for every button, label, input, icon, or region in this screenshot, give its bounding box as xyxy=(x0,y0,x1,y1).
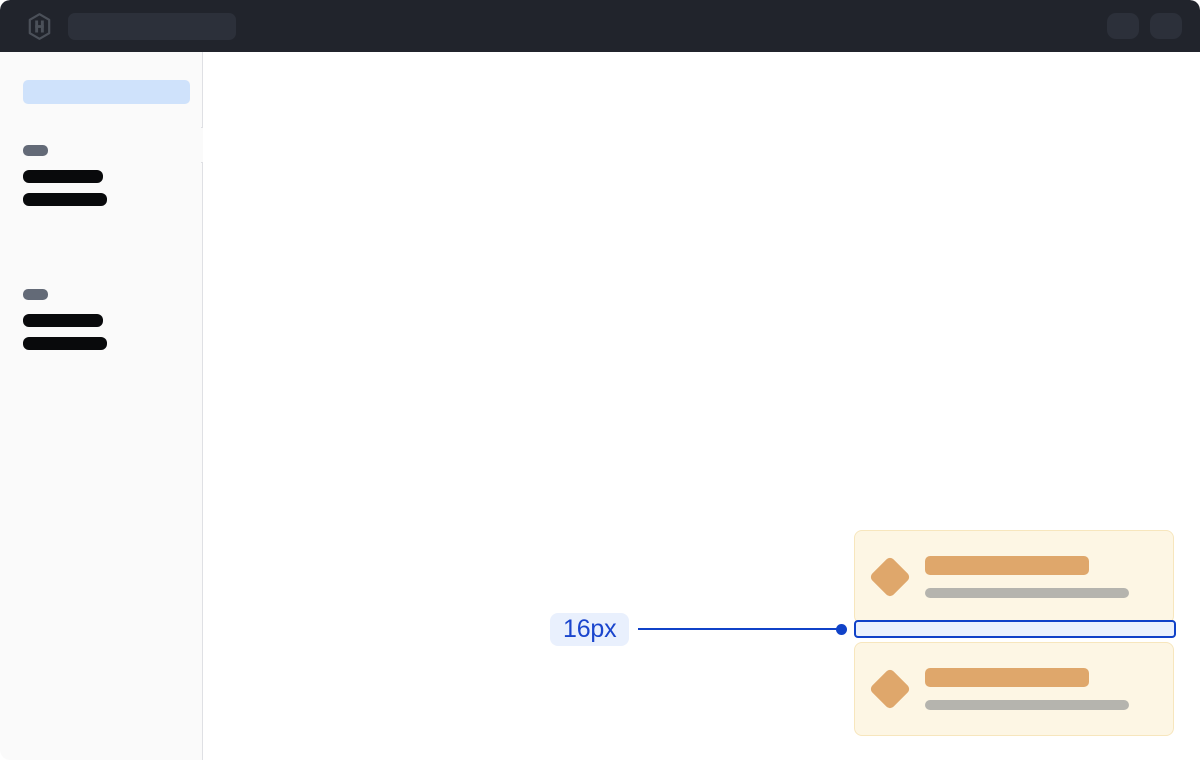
diamond-icon xyxy=(868,555,912,599)
header-action-1[interactable] xyxy=(1107,13,1139,39)
toast-2-icon-wrap xyxy=(855,667,925,711)
toast-2-title xyxy=(925,668,1089,687)
sidebar-group-2 xyxy=(23,289,107,360)
sidebar-item-1-1[interactable] xyxy=(23,170,103,183)
sidebar-group-2-label xyxy=(23,289,48,300)
toast-2-subtitle xyxy=(925,700,1129,710)
header-action-2[interactable] xyxy=(1150,13,1182,39)
sidebar-item-2-2[interactable] xyxy=(23,337,107,350)
measurement-leader-line xyxy=(638,628,842,630)
measurement-value-label: 16px xyxy=(563,615,617,643)
search-input[interactable] xyxy=(68,13,236,40)
sidebar-selected-item[interactable] xyxy=(23,80,190,104)
measurement-anchor-dot xyxy=(836,624,847,635)
sidebar-item-2-1[interactable] xyxy=(23,314,103,327)
sidebar-group-1 xyxy=(23,145,107,216)
toast-1-subtitle xyxy=(925,588,1129,598)
toast-1-title xyxy=(925,556,1089,575)
header-actions xyxy=(1107,13,1182,39)
toast-card-2[interactable] xyxy=(854,642,1174,736)
sidebar xyxy=(0,52,217,760)
app-header xyxy=(0,0,1200,52)
sidebar-group-1-label xyxy=(23,145,48,156)
toast-2-body xyxy=(925,668,1173,710)
diamond-icon xyxy=(868,667,912,711)
spacing-measurement-band xyxy=(854,620,1176,638)
toast-1-icon-wrap xyxy=(855,555,925,599)
toast-stack xyxy=(854,530,1174,736)
measurement-badge: 16px xyxy=(550,613,630,646)
toast-card-1[interactable] xyxy=(854,530,1174,624)
hashicorp-logo-icon[interactable] xyxy=(26,13,53,40)
toast-1-body xyxy=(925,556,1173,598)
sidebar-item-1-2[interactable] xyxy=(23,193,107,206)
